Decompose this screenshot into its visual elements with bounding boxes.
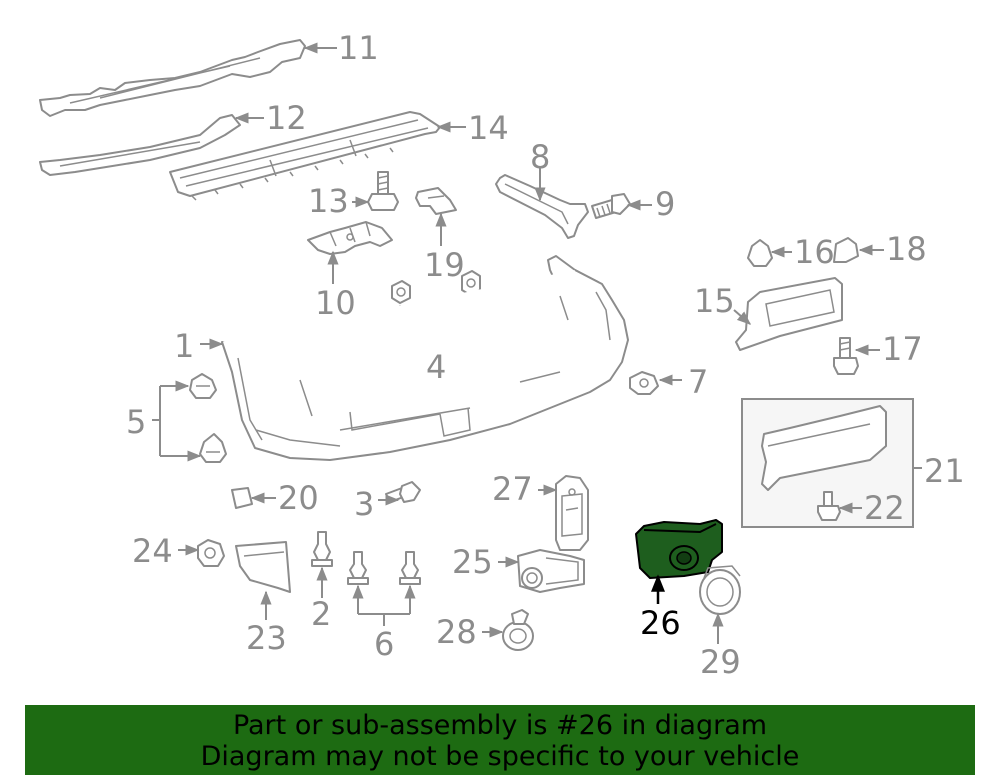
part-18-clip	[833, 237, 884, 263]
part-22-bolt	[817, 491, 862, 521]
part-28-ring	[482, 609, 534, 651]
callout-21: 21	[924, 452, 965, 490]
callout-28: 28	[436, 613, 477, 651]
callout-14: 14	[468, 109, 509, 147]
callout-10: 10	[315, 284, 356, 322]
callout-3: 3	[354, 485, 374, 523]
callout-11: 11	[338, 29, 379, 67]
callout-16: 16	[794, 233, 835, 271]
callout-5: 5	[126, 403, 146, 441]
callout-4: 4	[426, 348, 446, 386]
callout-18: 18	[886, 230, 927, 268]
parts-diagram: 11 12 14 8 13 9 19 16 18 10 15 4 1 17 7 …	[39, 29, 965, 681]
part-11-reinforcement-bar	[39, 39, 337, 117]
part-21-assembly-box	[741, 398, 922, 528]
part-16-clip	[747, 239, 792, 267]
callout-6: 6	[374, 625, 394, 663]
callout-23: 23	[246, 619, 287, 657]
part-3-bolt	[378, 481, 421, 506]
callout-26: 26	[640, 604, 681, 642]
part-7-clip	[629, 371, 682, 395]
callout-7: 7	[688, 363, 708, 401]
part-12-absorber	[39, 112, 264, 176]
callout-12: 12	[266, 99, 307, 137]
callout-25: 25	[452, 543, 493, 581]
callout-27: 27	[492, 470, 533, 508]
part-8-bracket	[495, 168, 589, 239]
part-24-grommet	[178, 539, 225, 567]
callout-20: 20	[278, 479, 319, 517]
callout-24: 24	[132, 532, 173, 570]
banner-line-part: Part or sub-assembly is #26 in diagram	[232, 710, 768, 741]
callout-9: 9	[655, 185, 675, 223]
callout-17: 17	[882, 330, 923, 368]
callout-2: 2	[311, 595, 331, 633]
callout-22: 22	[864, 489, 905, 527]
part-6-fasteners	[347, 551, 421, 626]
part-23-bracket	[235, 541, 291, 620]
part-9-bolt	[591, 193, 652, 219]
part-5-clips	[152, 373, 227, 463]
vehicle-disclaimer-banner: Part or sub-assembly is #26 in diagram D…	[25, 705, 975, 775]
part-26-parking-sensor	[635, 519, 723, 604]
part-17-bolt	[833, 337, 880, 375]
part-19-clip	[415, 187, 457, 246]
part-15-garnish	[733, 277, 843, 351]
part-27-bracket	[538, 475, 589, 551]
part-13-bolt	[352, 171, 399, 211]
part-29-bezel	[699, 565, 741, 644]
callout-8: 8	[530, 138, 550, 176]
part-1-bumper-cover	[200, 255, 629, 461]
callout-1: 1	[174, 327, 194, 365]
banner-line-disclaimer: Diagram may not be specific to your vehi…	[200, 741, 800, 772]
callout-13: 13	[308, 182, 349, 220]
callout-29: 29	[700, 643, 741, 681]
part-25-retainer	[498, 549, 585, 593]
callout-15: 15	[694, 282, 735, 320]
part-14-step-pad	[169, 111, 466, 201]
part-2-fastener	[311, 531, 333, 598]
part-10-bracket	[307, 221, 393, 284]
callout-19: 19	[424, 246, 465, 284]
part-20-pad	[231, 487, 276, 509]
